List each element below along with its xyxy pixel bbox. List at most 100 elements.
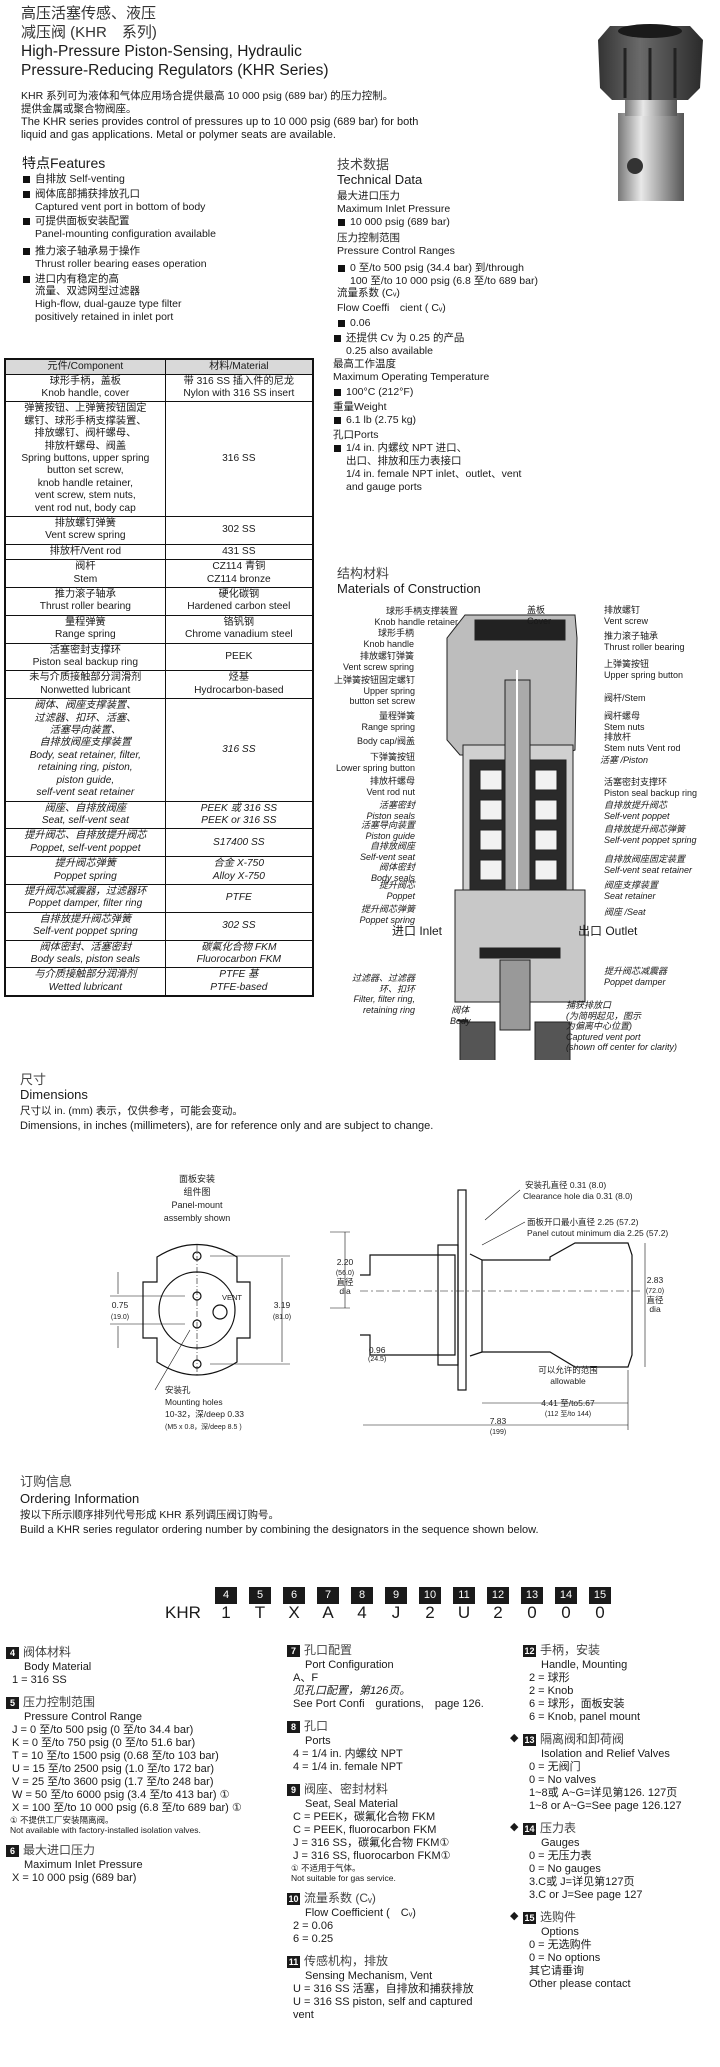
option-line: 3.C或 J=详见第127页 — [529, 1876, 635, 1888]
footnote: Not suitable for gas service. — [291, 1873, 396, 1883]
cell-line: 量程弹簧 — [64, 616, 106, 628]
dim-0-96-group: 0.96 (24.5) — [368, 1345, 386, 1365]
option-line: U = 15 至/to 2500 psig (1.0 至/to 172 bar) — [12, 1763, 215, 1775]
material-cell: 431 SS — [164, 543, 314, 561]
cell-line: 未与介质接触部分润滑剂 — [29, 672, 142, 684]
option-line: vent — [293, 2009, 314, 2021]
material-cell: 302 SS — [164, 911, 314, 941]
section-number-badge: 14 — [523, 1823, 536, 1835]
cell-line: self-vent seat retainer — [36, 787, 135, 799]
dimensions-note-en: Dimensions, in inches (millimeters), are… — [20, 1120, 434, 1132]
diamond-icon: ◆ — [510, 1910, 519, 1922]
dimensions-heading-zh: 尺寸 — [20, 1072, 47, 1087]
option-line: 2 = 0.06 — [293, 1920, 334, 1932]
cutout-zh: 面板开口最小直径 2.25 (57.2) — [527, 1217, 639, 1227]
vent-label: VENT — [222, 1293, 242, 1302]
section-number-badge: 4 — [6, 1647, 19, 1659]
section-title-en: Port Configuration — [305, 1659, 394, 1671]
designator-code: J — [391, 1603, 401, 1622]
option-line: Other please contact — [529, 1978, 631, 1990]
dia-en: dia — [339, 1286, 351, 1296]
cell-line: Hydrocarbon-based — [194, 684, 284, 696]
position-badge: 8 — [351, 1587, 373, 1604]
cell-line: Self-vent poppet spring — [32, 926, 138, 938]
section-title-zh: 压力表 — [540, 1821, 577, 1835]
cell-line: Nonwetted lubricant — [40, 684, 131, 696]
intro-en-2: liquid and gas applications. Metal or po… — [21, 129, 336, 141]
section-title-en: Maximum Inlet Pressure — [24, 1859, 143, 1871]
dim-7-83: 7.83 — [490, 1416, 507, 1426]
cell-line: 431 SS — [222, 545, 256, 557]
cv-label-en: Flow Coeffi cient ( Cᵥ) — [337, 302, 446, 315]
option-line: 见孔口配置，第126页。 — [293, 1685, 411, 1697]
option-line: See Port Confi gurations, page 126. — [293, 1698, 484, 1710]
diamond-icon: ◆ — [510, 1732, 519, 1744]
option-line: 0 = 无阀门 — [529, 1761, 581, 1773]
construction-heading-en: Materials of Construction — [337, 581, 481, 596]
dim-0-75: 0.75 — [112, 1300, 129, 1310]
option-line: 0 = No valves — [529, 1774, 596, 1786]
section-title-en: Gauges — [541, 1837, 580, 1849]
position-badge: 11 — [453, 1587, 475, 1604]
cell-line: 球形手柄，盖板 — [49, 375, 121, 387]
designator-code: 2 — [425, 1603, 435, 1622]
option-line: J = 0 至/to 500 psig (0 至/to 34.4 bar) — [12, 1724, 194, 1736]
side-view — [330, 1189, 646, 1430]
section-title-zh: 最大进口压力 — [23, 1843, 96, 1857]
option-line: 6 = 0.25 — [293, 1933, 334, 1945]
dim-0-75-mm: (19.0) — [111, 1314, 129, 1321]
dimensions-heading-en: Dimensions — [20, 1087, 88, 1102]
holes-spec-mm: (M5 x 0.8，深/deep 8.5 ) — [165, 1422, 242, 1431]
cell-line: 烃基 — [228, 672, 250, 684]
section-number-badge: 5 — [6, 1697, 19, 1709]
cell-line: Nylon with 316 SS insert — [183, 387, 295, 399]
designator-code: A — [322, 1603, 334, 1622]
option-line: J = 316 SS，碳氟化合物 FKM① — [293, 1837, 450, 1849]
position-badge: 6 — [283, 1587, 305, 1604]
label-outlet: 出口 Outlet — [578, 924, 638, 938]
cell-line: Stem — [73, 573, 98, 585]
cell-line: 提升阀芯、自排放提升阀芯 — [24, 830, 147, 842]
holes-spec: 10-32，深/deep 0.33 — [165, 1409, 244, 1419]
ordering-header: 订购信息 Ordering Information 按以下所示顺序排列代号形成 … — [20, 1474, 710, 1537]
option-line: C = PEEK, fluorocarbon FKM — [293, 1824, 437, 1836]
option-line: 0 = No gauges — [529, 1863, 601, 1875]
dim-4-41-mm: (112 至/to 144) — [545, 1410, 591, 1418]
section-number-badge: 11 — [287, 1956, 300, 1968]
dia-en-2: dia — [649, 1304, 661, 1314]
intro-en-1: The KHR series provides control of press… — [21, 116, 419, 128]
section-number-badge: 6 — [6, 1845, 19, 1857]
material-cell: PTFE — [164, 883, 314, 913]
footnote: ① 不提供工厂安装隔离阀。 — [10, 1815, 114, 1825]
position-badge: 15 — [589, 1587, 611, 1604]
temp-label-en: Maximum Operating Temperature — [333, 370, 490, 383]
cell-line: 硬化碳钢 — [218, 589, 260, 600]
dim-2-83: 2.83 — [647, 1275, 664, 1285]
